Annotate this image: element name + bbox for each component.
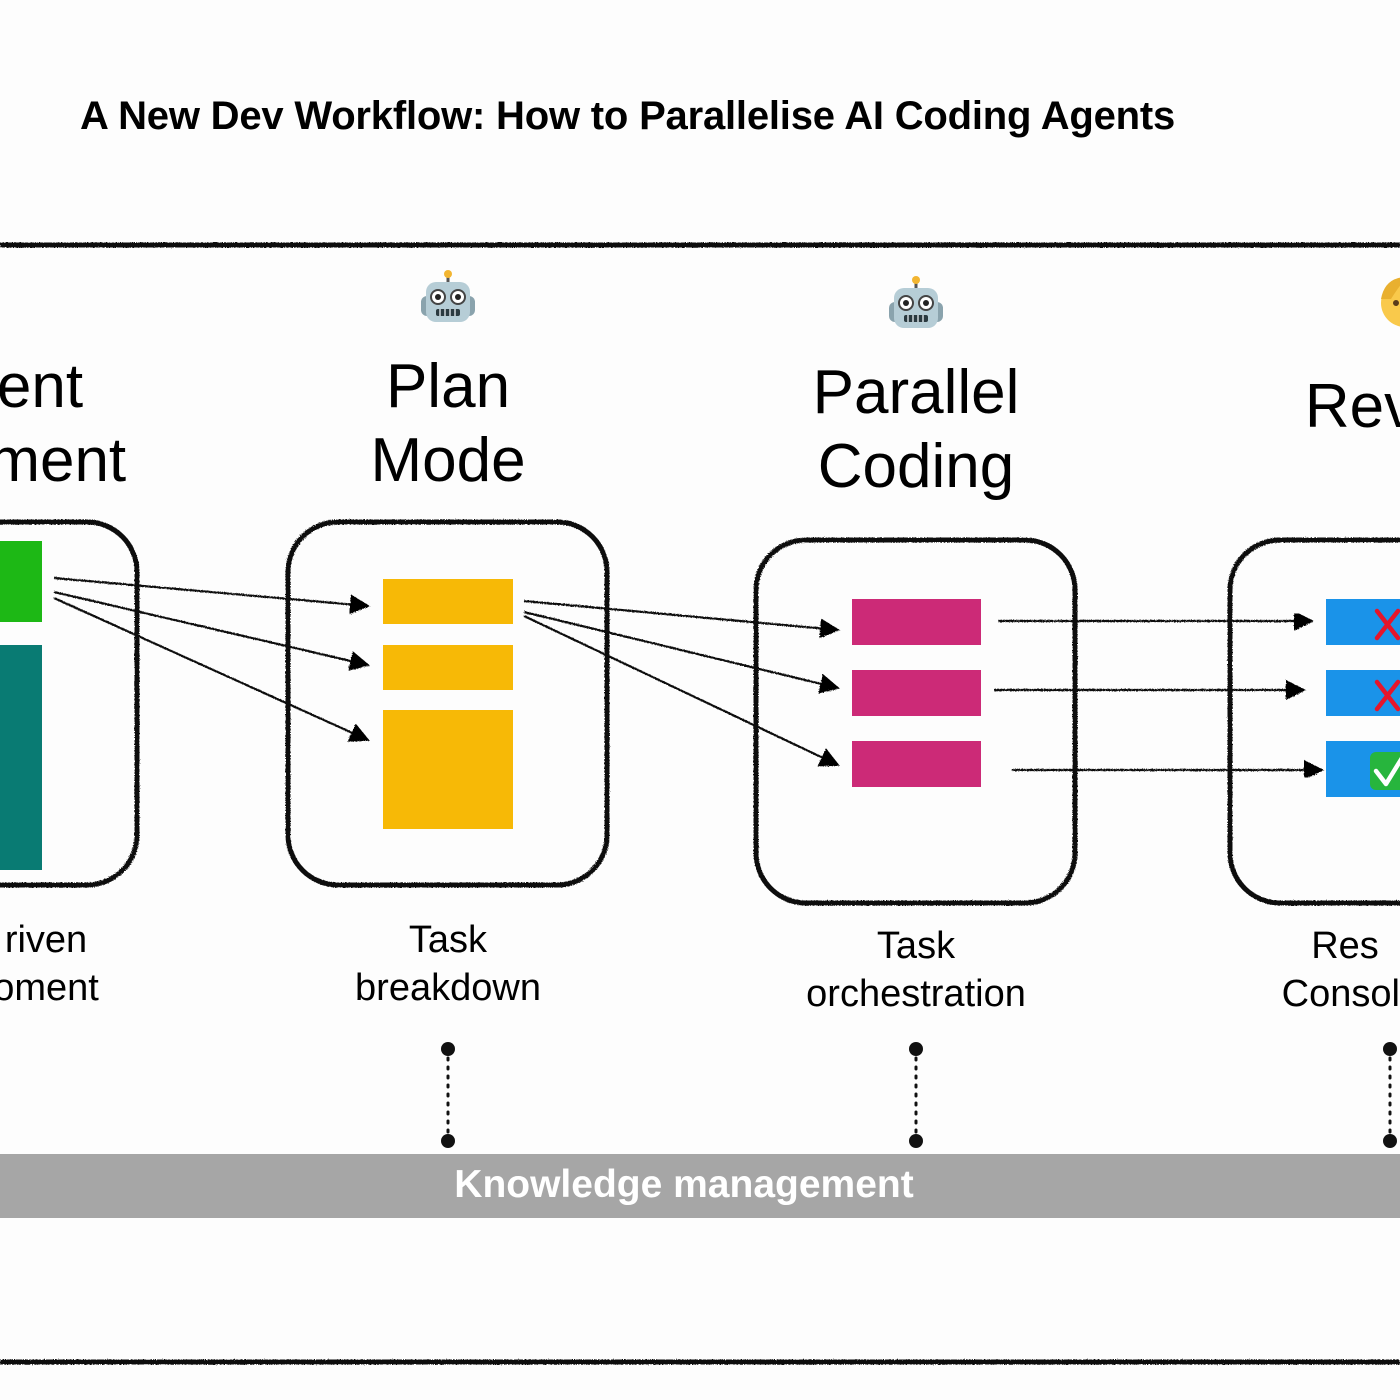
plan-task-block	[383, 710, 513, 829]
coding-task-block	[852, 670, 981, 716]
stage-label-coding: Parallel Coding	[812, 358, 1020, 501]
stage-box-coding	[753, 537, 1078, 906]
robot-icon	[889, 276, 943, 328]
stage-caption-review: Res Consoli	[1281, 925, 1400, 1015]
cross-icon	[1374, 608, 1400, 641]
coding-task-block	[852, 741, 981, 787]
connector-dot	[1383, 1134, 1397, 1148]
flow-arrow	[523, 599, 840, 639]
stage-box-plan	[285, 519, 610, 888]
flow-arrow	[53, 596, 370, 742]
flow-arrow	[53, 590, 370, 671]
stage-label-review: Rev	[1304, 372, 1400, 441]
stage-caption-plan: Task breakdown	[355, 919, 541, 1009]
flow-arrow	[523, 615, 840, 767]
stage-box-review	[1227, 537, 1400, 906]
flow-arrow	[53, 576, 370, 615]
knowledge-management-label: Knowledge management	[454, 1163, 914, 1206]
stage-caption-coding: Task orchestration	[806, 925, 1026, 1015]
connector-dot	[441, 1134, 455, 1148]
robot-icon	[421, 270, 475, 322]
requirements-block-green	[0, 541, 42, 622]
check-icon	[1370, 752, 1400, 790]
person-icon	[1381, 277, 1400, 327]
connector-dot	[441, 1042, 455, 1056]
stage-label-plan: Plan Mode	[370, 352, 526, 495]
connector-dot	[909, 1042, 923, 1056]
stage-caption-requirements: riven oment	[0, 919, 99, 1009]
stage-box-requirements	[0, 519, 140, 888]
stage-label-requirements: ent ement	[0, 352, 127, 495]
connector-dot	[909, 1134, 923, 1148]
knowledge-management-bar: Knowledge management	[0, 1154, 1400, 1218]
coding-task-block	[852, 599, 981, 645]
requirements-block-teal	[0, 645, 42, 870]
plan-task-block	[383, 579, 513, 624]
plan-task-block	[383, 645, 513, 690]
diagram-title: A New Dev Workflow: How to Parallelise A…	[80, 94, 1176, 138]
connector-dot	[1383, 1042, 1397, 1056]
flow-arrow	[523, 610, 840, 694]
cross-icon	[1374, 679, 1400, 712]
